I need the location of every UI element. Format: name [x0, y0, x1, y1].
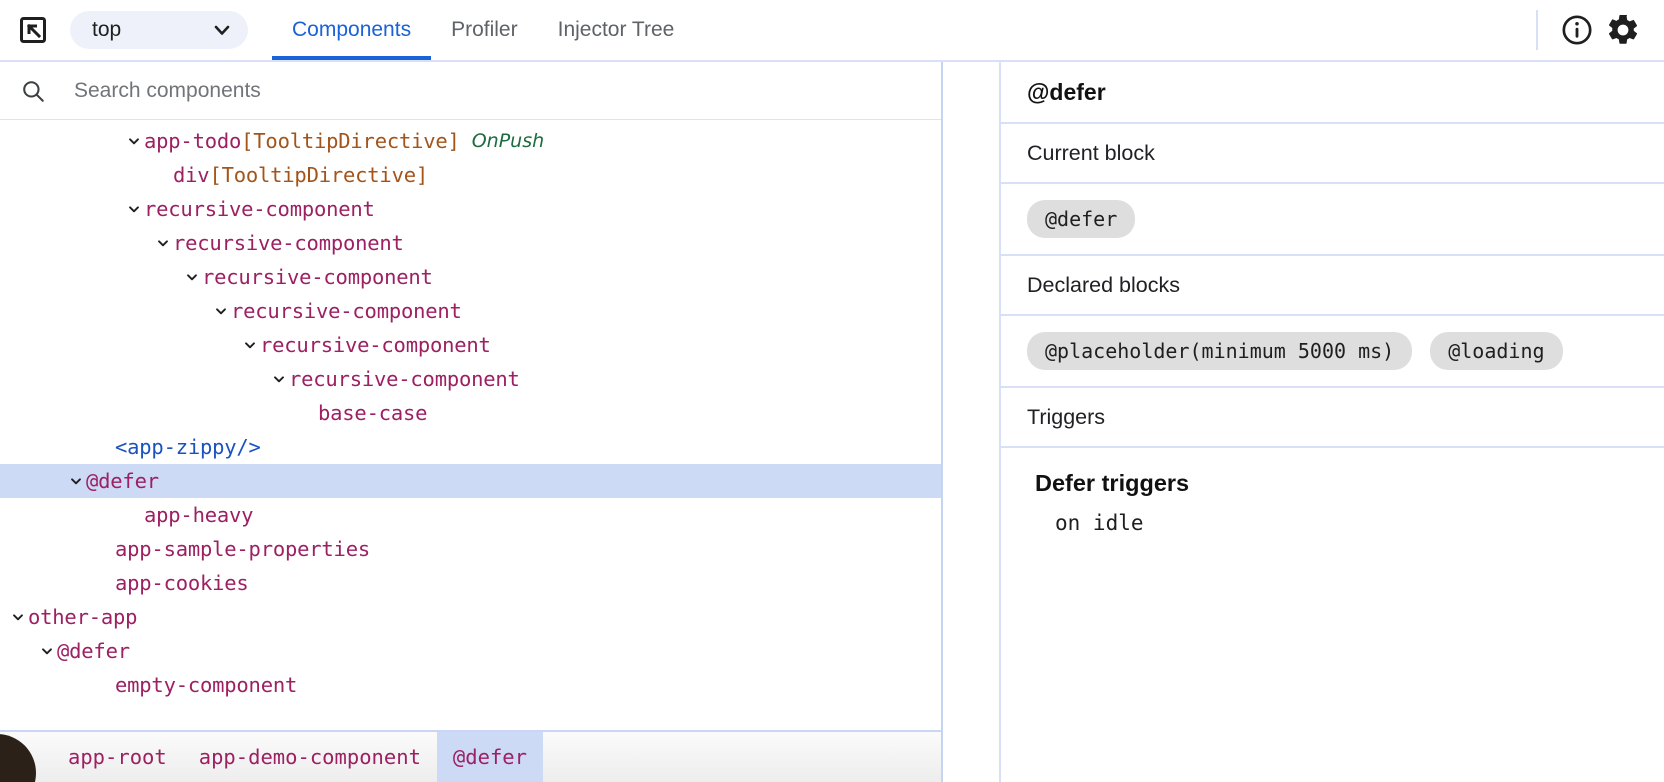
tree-node[interactable]: recursive-component	[0, 192, 941, 226]
chevron-down-icon[interactable]	[242, 337, 260, 353]
tree-node-label: recursive-component	[144, 197, 375, 221]
tree-node-label: div	[173, 163, 210, 187]
details-section-heading: Current block	[1001, 124, 1664, 184]
chevron-down-icon[interactable]	[213, 303, 231, 319]
tree-node-label: @defer	[57, 639, 130, 663]
breadcrumb: app-root app-demo-component @defer	[0, 730, 941, 782]
top-toolbar: top Components Profiler Injector Tree	[0, 0, 1664, 62]
tab-profiler-label: Profiler	[451, 18, 518, 41]
tree-node-label: recursive-component	[173, 231, 404, 255]
tab-injector-tree[interactable]: Injector Tree	[538, 0, 695, 60]
tree-node[interactable]: @defer	[0, 464, 941, 498]
chevron-down-icon[interactable]	[10, 609, 28, 625]
tree-node-label: app-cookies	[115, 571, 249, 595]
tree-node[interactable]: app-todo[TooltipDirective] OnPush	[0, 124, 941, 158]
tree-node[interactable]: app-heavy	[0, 498, 941, 532]
main-body: app-todo[TooltipDirective]OnPushdiv[Tool…	[0, 62, 1664, 782]
tree-node[interactable]: recursive-component	[0, 294, 941, 328]
tree-node-directive: [TooltipDirective]	[241, 129, 460, 153]
tree-node-label: recursive-component	[260, 333, 491, 357]
tree-node[interactable]: @defer	[0, 634, 941, 668]
details-title: @defer	[1001, 62, 1664, 124]
tree-node-label: app-sample-properties	[115, 537, 370, 561]
defer-trigger-list: on idle	[1035, 511, 1638, 535]
breadcrumb-item[interactable]: app-root	[68, 745, 167, 769]
details-gutter	[943, 62, 1001, 782]
details-section-heading: Triggers	[1001, 388, 1664, 448]
component-tree-pane: app-todo[TooltipDirective]OnPushdiv[Tool…	[0, 62, 943, 782]
tab-components-label: Components	[292, 18, 412, 41]
search-icon	[18, 78, 48, 104]
toolbar-divider	[1536, 10, 1538, 50]
details-chip-row: @defer	[1001, 184, 1664, 256]
tree-node-label: empty-component	[115, 673, 298, 697]
tab-components[interactable]: Components	[272, 0, 432, 60]
tree-node-label: app-todo	[144, 129, 242, 153]
tree-node[interactable]: app-cookies	[0, 566, 941, 600]
chevron-down-icon[interactable]	[68, 473, 86, 489]
defer-triggers-block: Defer triggers on idle	[1001, 448, 1664, 782]
search-input[interactable]	[48, 78, 941, 103]
block-chip[interactable]: @placeholder(minimum 5000 ms)	[1027, 332, 1413, 370]
chevron-down-icon[interactable]	[155, 235, 173, 251]
breadcrumb-item[interactable]: app-demo-component	[198, 745, 421, 769]
tree-node[interactable]: div[TooltipDirective]	[0, 158, 941, 192]
tree-node[interactable]: base-case	[0, 396, 941, 430]
tree-node-label: recursive-component	[289, 367, 520, 391]
tree-node[interactable]: recursive-component	[0, 328, 941, 362]
chevron-down-icon[interactable]	[271, 371, 289, 387]
tree-node[interactable]: recursive-component	[0, 362, 941, 396]
toolbar-actions	[1536, 0, 1664, 60]
block-chip[interactable]: @defer	[1027, 200, 1136, 238]
tab-injector-tree-label: Injector Tree	[557, 18, 675, 41]
block-chip[interactable]: @loading	[1430, 332, 1563, 370]
tree-node[interactable]: <app-zippy/>	[0, 430, 941, 464]
tree-node[interactable]: recursive-component	[0, 226, 941, 260]
frame-selector-value: top	[92, 18, 122, 41]
tree-node[interactable]: app-sample-properties	[0, 532, 941, 566]
tab-profiler[interactable]: Profiler	[431, 0, 538, 60]
info-circle-icon[interactable]	[1554, 7, 1600, 53]
defer-trigger-item: on idle	[1055, 511, 1144, 535]
tree-node-label: app-heavy	[144, 503, 254, 527]
breadcrumb-item[interactable]: @defer	[436, 732, 543, 782]
tree-node-label: base-case	[318, 401, 428, 425]
tree-node[interactable]: recursive-component	[0, 260, 941, 294]
tree-node-label: @defer	[86, 469, 159, 493]
tab-bar: Components Profiler Injector Tree	[272, 0, 694, 60]
frame-selector[interactable]: top	[70, 11, 248, 49]
tree-node-label: recursive-component	[231, 299, 462, 323]
details-section-heading: Declared blocks	[1001, 256, 1664, 316]
search-bar	[0, 62, 941, 120]
tree-node-label: recursive-component	[202, 265, 433, 289]
chevron-down-icon[interactable]	[184, 269, 202, 285]
chevron-down-icon[interactable]	[126, 201, 144, 217]
details-chip-row: @placeholder(minimum 5000 ms) @loading	[1001, 316, 1664, 388]
tree-node-label: other-app	[28, 605, 138, 629]
chevron-down-icon[interactable]	[126, 133, 144, 149]
inspect-element-icon[interactable]	[16, 13, 50, 47]
tree-node[interactable]: other-app	[0, 600, 941, 634]
defer-triggers-heading: Defer triggers	[1035, 470, 1190, 496]
tree-node[interactable]: empty-component	[0, 668, 941, 702]
chevron-down-icon	[210, 18, 234, 42]
tree-node-change-detection-badge: OnPush	[471, 130, 545, 152]
tree-node-directive: [TooltipDirective]	[209, 163, 428, 187]
gear-icon[interactable]	[1600, 7, 1646, 53]
tree-node-label: <app-zippy/>	[115, 435, 261, 459]
chevron-down-icon[interactable]	[39, 643, 57, 659]
